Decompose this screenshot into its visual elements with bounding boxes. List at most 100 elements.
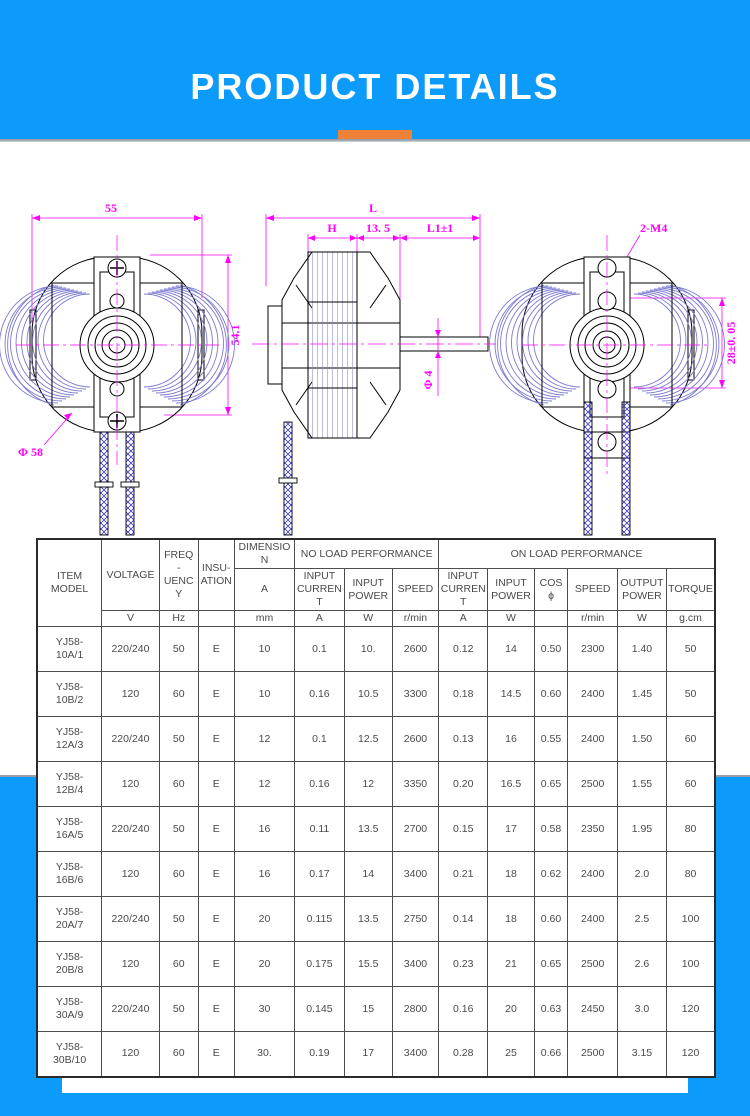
dim-label-L1: L1±1 — [427, 221, 454, 235]
cell-on-load-speed: 2500 — [567, 1031, 618, 1077]
header-voltage: VOLTAGE — [101, 538, 160, 611]
cell-insulation: E — [197, 986, 235, 1032]
cell-item-model: YJ58-16A/5 — [36, 806, 103, 852]
cell-dimension-a: 30. — [233, 1031, 296, 1077]
cell-frequency: 60 — [158, 851, 199, 897]
cell-insulation: E — [197, 761, 235, 807]
cell-output-power: 3.0 — [616, 986, 668, 1032]
cell-item-model: YJ58-20A/7 — [36, 896, 103, 942]
header-ol-speed: SPEED — [567, 568, 618, 611]
cell-frequency: 60 — [158, 671, 199, 717]
cell-no-load-input-current: 0.17 — [294, 851, 345, 897]
unit-ol-torque: g.cm — [666, 610, 716, 627]
header-divider-rule — [0, 139, 750, 142]
header-ol-cos-phi: COS ϕ — [533, 568, 569, 611]
cell-cos-phi: 0.63 — [533, 986, 569, 1032]
rear-coil-windings — [489, 284, 725, 406]
cell-output-power: 1.95 — [616, 806, 668, 852]
cell-on-load-speed: 2400 — [567, 851, 618, 897]
cell-voltage: 120 — [101, 941, 160, 987]
cell-torque: 120 — [666, 986, 716, 1032]
rear-centerlines — [522, 235, 708, 475]
unit-ol-output-power: W — [616, 610, 668, 627]
cell-cos-phi: 0.62 — [533, 851, 569, 897]
cell-output-power: 1.40 — [616, 626, 668, 672]
specification-table-wrapper: ITEM MODEL VOLTAGE FREQ - UENCY INSU- AT… — [36, 538, 716, 1078]
cell-on-load-input-current: 0.20 — [438, 761, 489, 807]
specification-table: ITEM MODEL VOLTAGE FREQ - UENCY INSU- AT… — [36, 538, 716, 1078]
unit-nl-speed: r/min — [391, 610, 440, 627]
cell-no-load-input-current: 0.11 — [294, 806, 345, 852]
cell-insulation: E — [197, 1031, 235, 1077]
cell-cos-phi: 0.50 — [533, 626, 569, 672]
cell-on-load-input-power: 14.5 — [487, 671, 535, 717]
cell-frequency: 50 — [158, 986, 199, 1032]
cell-dimension-a: 12 — [233, 716, 296, 762]
header-nl-input-current: INPUT CURRENT — [294, 568, 345, 611]
cell-no-load-speed: 2750 — [391, 896, 440, 942]
dim-label-54-1: 54.1 — [228, 325, 242, 346]
cell-frequency: 50 — [158, 716, 199, 762]
left-band-cap — [0, 775, 62, 778]
header-ol-input-current: INPUT CURRENT — [438, 568, 489, 611]
cell-insulation: E — [197, 851, 235, 897]
model-line-1: YJ58- — [55, 1040, 84, 1053]
cell-no-load-input-power: 12 — [343, 761, 393, 807]
cell-on-load-input-current: 0.28 — [438, 1031, 489, 1077]
model-line-1: YJ58- — [55, 636, 84, 648]
cell-on-load-input-current: 0.15 — [438, 806, 489, 852]
model-line-1: YJ58- — [55, 951, 84, 963]
header-on-load-performance: ON LOAD PERFORMANCE — [438, 538, 716, 569]
header-frequency: FREQ - UENCY — [158, 538, 199, 611]
model-line-2: 12A/3 — [55, 739, 84, 751]
cell-no-load-input-power: 15.5 — [343, 941, 393, 987]
dim-label-55: 55 — [105, 201, 117, 215]
cell-on-load-input-power: 18 — [487, 851, 535, 897]
front-view-drawing: 55 54.1 — [0, 190, 246, 536]
cell-dimension-a: 20 — [233, 941, 296, 987]
cell-no-load-input-power: 10. — [343, 626, 393, 672]
model-line-2: 30A/9 — [55, 1009, 84, 1021]
unit-nl-input-power: W — [343, 610, 393, 627]
model-line-1: YJ58- — [55, 996, 84, 1008]
cell-voltage: 120 — [101, 761, 160, 807]
header-ol-output-power: OUTPUT POWER — [616, 568, 668, 611]
cell-on-load-input-current: 0.14 — [438, 896, 489, 942]
cell-insulation: E — [197, 806, 235, 852]
cell-on-load-speed: 2400 — [567, 671, 618, 717]
cell-cos-phi: 0.58 — [533, 806, 569, 852]
header-nl-speed: SPEED — [391, 568, 440, 611]
cell-voltage: 220/240 — [101, 806, 160, 852]
cell-no-load-speed: 2800 — [391, 986, 440, 1032]
model-line-2: 20A/7 — [55, 919, 84, 931]
cell-no-load-speed: 3400 — [391, 1031, 440, 1077]
cell-insulation: E — [197, 671, 235, 717]
cell-dimension-a: 12 — [233, 761, 296, 807]
side-lead-wire — [278, 421, 298, 536]
unit-voltage: V — [101, 610, 160, 627]
model-line-2: 30B/10 — [52, 1053, 87, 1066]
cell-voltage: 120 — [101, 671, 160, 717]
cell-on-load-input-power: 20 — [487, 986, 535, 1032]
cell-no-load-input-power: 13.5 — [343, 896, 393, 942]
cell-voltage: 220/240 — [101, 716, 160, 762]
cell-cos-phi: 0.60 — [533, 896, 569, 942]
dim-label-13-5: 13. 5 — [366, 221, 390, 235]
cell-no-load-input-power: 12.5 — [343, 716, 393, 762]
cell-no-load-input-power: 14 — [343, 851, 393, 897]
unit-ol-input-current: A — [438, 610, 489, 627]
cell-frequency: 50 — [158, 896, 199, 942]
cell-item-model: YJ58-10A/1 — [36, 626, 103, 672]
cell-no-load-input-current: 0.16 — [294, 761, 345, 807]
cell-cos-phi: 0.55 — [533, 716, 569, 762]
dim-phi58-leader — [43, 412, 73, 446]
dim-label-2-M4: 2-M4 — [640, 221, 667, 235]
cell-torque: 100 — [666, 941, 716, 987]
cell-item-model: YJ58-30B/10 — [36, 1031, 103, 1077]
cell-torque: 100 — [666, 896, 716, 942]
